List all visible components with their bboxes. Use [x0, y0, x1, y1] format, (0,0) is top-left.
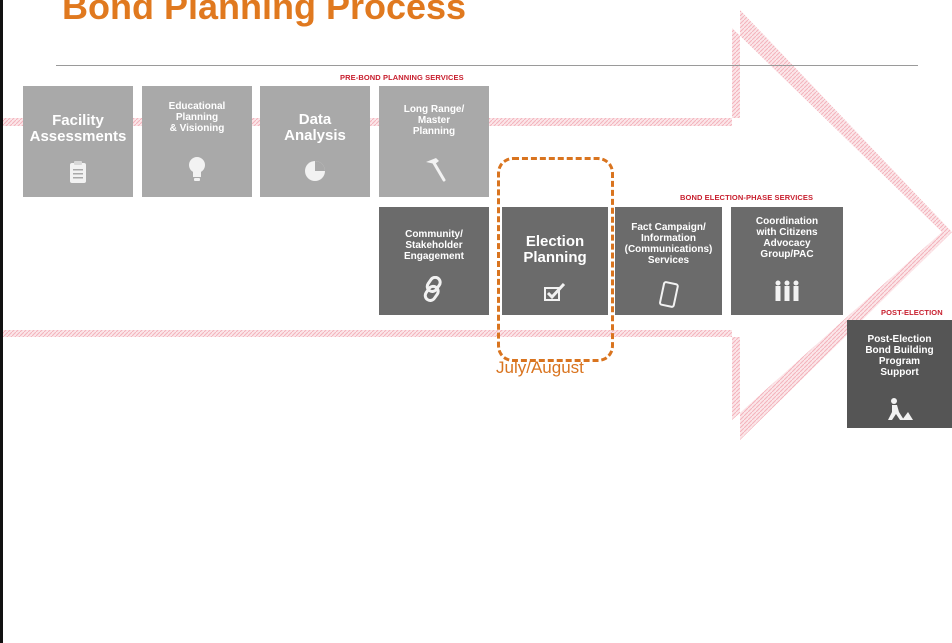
tile-label: Election Planning	[523, 233, 587, 266]
arrow-shape	[0, 10, 952, 440]
tile-label: Post-Election Bond Building Program Supp…	[865, 334, 934, 378]
section-label-pre-bond: PRE-BOND PLANNING SERVICES	[340, 73, 464, 82]
tile-label: Fact Campaign/ Information (Communicatio…	[624, 222, 713, 266]
tile-label: Data Analysis	[284, 111, 346, 144]
pie-chart-icon	[305, 161, 325, 181]
highlight-dashed-box	[497, 157, 614, 362]
worker-icon	[887, 398, 913, 420]
tile-post-election-support: Post-Election Bond Building Program Supp…	[847, 320, 952, 428]
tile-label: Community/ Stakeholder Engagement	[403, 229, 464, 262]
highlight-caption: July/August	[496, 358, 584, 377]
people-icon	[775, 280, 799, 301]
tile-label: Facility Assessments	[29, 112, 127, 145]
tile-label: Educational Planning & Visioning	[168, 101, 226, 134]
tile-community-engagement: Community/ Stakeholder Engagement	[379, 207, 489, 315]
tile-label: Coordination with Citizens Advocacy Grou…	[755, 216, 819, 260]
tile-educational-planning: Educational Planning & Visioning	[142, 86, 252, 197]
link-icon	[423, 276, 442, 302]
section-label-post-election: POST-ELECTION	[881, 308, 943, 317]
checkbox-icon	[544, 283, 566, 301]
tablet-icon	[658, 281, 679, 308]
tile-label: Long Range/ Master Planning	[403, 104, 465, 137]
tile-election-planning: Election Planning	[502, 207, 608, 315]
section-label-election-phase: BOND ELECTION-PHASE SERVICES	[680, 193, 814, 202]
page-title: Bond Planning Process	[62, 0, 467, 27]
tile-data-analysis: Data Analysis	[260, 86, 370, 197]
clipboard-icon	[70, 161, 86, 183]
hammer-icon	[426, 158, 446, 182]
title-divider	[56, 65, 918, 66]
tile-facility-assessments: Facility Assessments	[23, 86, 133, 197]
tile-long-range-planning: Long Range/ Master Planning	[379, 86, 489, 197]
tile-fact-campaign: Fact Campaign/ Information (Communicatio…	[615, 207, 722, 315]
slide-left-border	[0, 0, 3, 643]
tile-coordination-pac: Coordination with Citizens Advocacy Grou…	[731, 207, 843, 315]
lightbulb-icon	[189, 157, 205, 181]
